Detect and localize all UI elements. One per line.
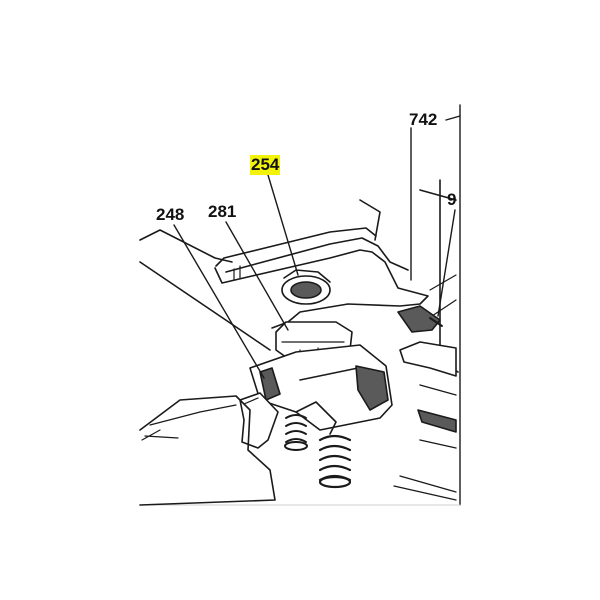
- small-bracket-peg: [429, 317, 443, 327]
- lower-shroud-edge: [149, 404, 237, 426]
- callout-254-highlighted: 254: [250, 155, 281, 175]
- knob-254-rim: [283, 269, 331, 283]
- handle-bracket-top: [215, 227, 377, 267]
- leader-281: [225, 221, 289, 331]
- right-strip-1: [419, 384, 457, 396]
- spring-small: [284, 414, 308, 451]
- small-bracket: [397, 305, 441, 333]
- handle-bracket-inner: [225, 237, 409, 273]
- right-strip-3: [419, 439, 457, 449]
- rear-rail: [359, 199, 381, 241]
- knob-254-inner: [290, 281, 322, 299]
- upper-housing-panel: [139, 229, 233, 263]
- right-blade: [399, 341, 457, 377]
- callout-248: 248: [156, 205, 185, 224]
- callout-281: 281: [208, 202, 237, 221]
- left-lever-tip: [243, 397, 259, 405]
- latch-body-dark: [355, 365, 389, 411]
- handle-bracket: [214, 249, 429, 329]
- right-strip-2: [417, 409, 457, 433]
- lower-shroud: [139, 395, 276, 506]
- callout-742: 742: [409, 110, 438, 129]
- latch-body-side: [259, 367, 281, 401]
- handle-left-rail: [139, 261, 271, 351]
- callout-9-partial: 9: [447, 190, 457, 209]
- handle-rib: [233, 265, 241, 281]
- leader-254: [267, 174, 299, 276]
- spring-large: [318, 434, 352, 489]
- latch-base: [295, 401, 337, 435]
- screw-mark: [141, 429, 179, 441]
- leader-248: [173, 224, 265, 379]
- right-panel-top: [419, 189, 457, 201]
- right-hatch-bottom: [393, 475, 457, 501]
- leader-9x: [437, 209, 456, 317]
- leader-742-tick: [445, 115, 461, 121]
